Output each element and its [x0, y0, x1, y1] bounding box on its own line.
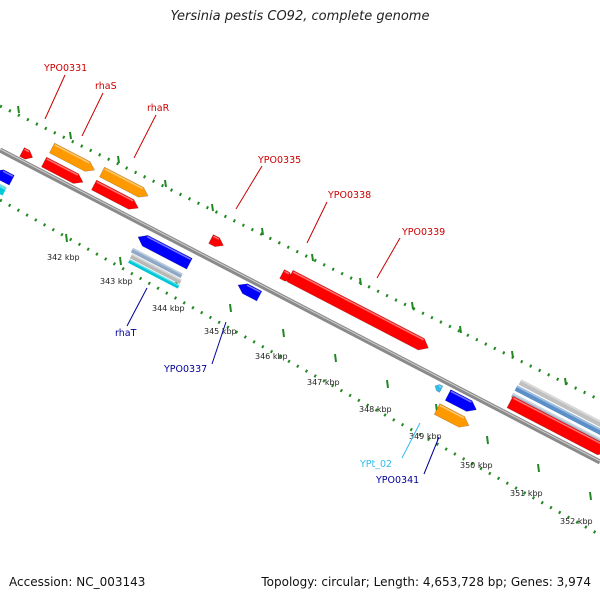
tick-label: 349 kbp: [409, 432, 442, 441]
tick-label: 347 kbp: [307, 378, 340, 387]
tick-mark: [459, 325, 462, 334]
tick-mark: [117, 155, 120, 164]
gene-label[interactable]: YPO0339: [401, 227, 445, 238]
tick-label: 348 kbp: [359, 405, 392, 414]
tick-label: 352 kbp: [560, 517, 593, 526]
tick-mark: [119, 256, 122, 266]
map-title: Yersinia pestis CO92, complete genome: [170, 9, 430, 24]
gene-leader-line: [376, 237, 401, 279]
tick-mark: [311, 253, 314, 262]
ypo0335-feature[interactable]: [208, 234, 226, 250]
tick-mark: [211, 203, 214, 212]
ypo0341-feature[interactable]: [433, 403, 471, 431]
orange-feature-rhas[interactable]: [49, 142, 97, 175]
tick-mark: [164, 179, 167, 188]
partial-blue-feature[interactable]: [0, 166, 15, 186]
tick-mark: [229, 303, 232, 313]
gene-label[interactable]: YPO0341: [375, 475, 419, 486]
gene-leader-line: [133, 114, 157, 159]
rhat-track-3[interactable]: [128, 259, 180, 289]
gene-leader-line: [423, 436, 440, 475]
tick-mark: [65, 233, 68, 243]
gene-leader-line: [211, 321, 227, 365]
inner-dotted-track: [0, 198, 600, 537]
genome-backbone-highlight: [0, 148, 600, 462]
gene-label[interactable]: rhaT: [115, 328, 137, 339]
gene-label[interactable]: rhaR: [147, 103, 170, 114]
tick-mark: [261, 227, 264, 236]
gene-label[interactable]: YPt_02: [359, 459, 392, 470]
tick-mark: [589, 491, 592, 501]
rhar-feature[interactable]: [91, 179, 140, 213]
accession-text: Accession: NC_003143: [9, 575, 146, 589]
gene-label[interactable]: rhaS: [95, 81, 117, 92]
genome-backbone: [0, 147, 600, 465]
tick-mark: [282, 328, 285, 338]
gene-leader-line: [81, 92, 104, 137]
tick-label: 345 kbp: [204, 327, 237, 336]
ypt02-feature[interactable]: [433, 383, 444, 393]
gene-label[interactable]: YPO0338: [327, 190, 371, 201]
partial-cyan-feature[interactable]: [0, 182, 7, 196]
gene-leader-line: [235, 165, 263, 210]
tick-mark: [486, 435, 489, 445]
right-grey-track[interactable]: [518, 379, 600, 436]
topology-text: Topology: circular; Length: 4,653,728 bp…: [261, 575, 591, 589]
gene-label[interactable]: YPO0337: [163, 364, 207, 375]
ypo0331-feature[interactable]: [19, 147, 35, 162]
outer-dotted-track: [0, 104, 600, 402]
gene-leader-line: [401, 422, 421, 459]
rhat-feature[interactable]: [135, 232, 193, 270]
tick-mark: [411, 301, 414, 310]
gene-label[interactable]: YPO0331: [43, 63, 87, 74]
gene-label[interactable]: YPO0335: [257, 155, 301, 166]
rhas-feature[interactable]: [41, 156, 85, 187]
orange-feature-rhar[interactable]: [99, 166, 150, 201]
tick-label: 342 kbp: [47, 253, 80, 262]
tick-label: 350 kbp: [460, 461, 493, 470]
ypo0339-feature[interactable]: [286, 269, 431, 354]
gene-leader-line: [306, 201, 328, 244]
tick-mark: [17, 105, 20, 114]
tick-mark: [564, 377, 567, 386]
tick-label: 344 kbp: [152, 304, 185, 313]
tick-mark: [359, 277, 362, 286]
gene-leader-line: [44, 74, 66, 120]
tick-label: 346 kbp: [255, 352, 288, 361]
ypo0337-feature[interactable]: [235, 280, 263, 302]
tick-mark: [334, 353, 337, 363]
tick-mark: [69, 131, 72, 140]
tick-mark: [537, 463, 540, 473]
ypo0340-feature[interactable]: [444, 389, 479, 415]
gene-leader-line: [126, 287, 148, 327]
tick-label: 343 kbp: [100, 277, 133, 286]
tick-mark: [511, 350, 514, 359]
rhat-track-2[interactable]: [129, 253, 182, 285]
tick-mark: [386, 379, 389, 389]
right-red-feature[interactable]: [506, 395, 600, 458]
right-blue-track[interactable]: [514, 385, 600, 442]
rhat-track-1[interactable]: [130, 247, 183, 279]
tick-label: 351 kbp: [510, 489, 543, 498]
features-layer: [0, 142, 600, 458]
